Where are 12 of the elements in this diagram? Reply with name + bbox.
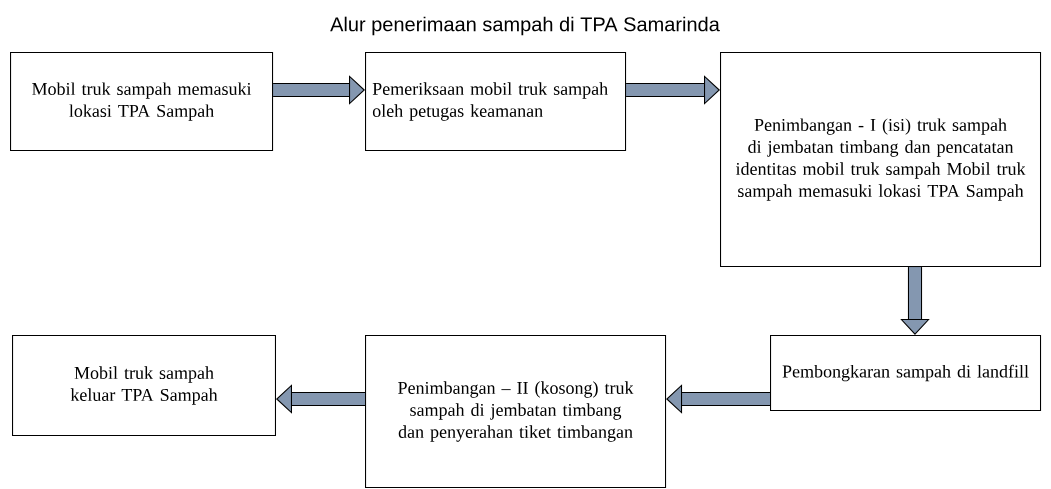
block-arrow xyxy=(900,267,930,335)
process-box: Pemeriksaan mobil truk sampah oleh petugas keamanan xyxy=(365,52,627,152)
process-box: Penimbangan - I (isi) truk sampah di jembatan timbang dan pencatatan identitas mobil truk sampah Mobil truk sampah memasuki lokasi TPA Sampah xyxy=(720,52,1042,268)
process-box: Mobil truk sampah keluar TPA Sampah xyxy=(12,335,276,437)
block-arrow xyxy=(273,75,365,105)
process-box: Penimbangan – II (kosong) truk sampah di jembatan timbang dan penyerahan tiket timbangan xyxy=(365,335,667,489)
block-arrow xyxy=(666,384,770,414)
title: Alur penerimaan sampah di TPA Samarinda xyxy=(330,16,720,36)
process-box: Pembongkaran sampah di landfill xyxy=(770,335,1042,411)
process-box: Mobil truk sampah memasuki lokasi TPA Sampah xyxy=(10,52,274,152)
block-arrow xyxy=(626,75,720,105)
block-arrow xyxy=(276,384,365,414)
